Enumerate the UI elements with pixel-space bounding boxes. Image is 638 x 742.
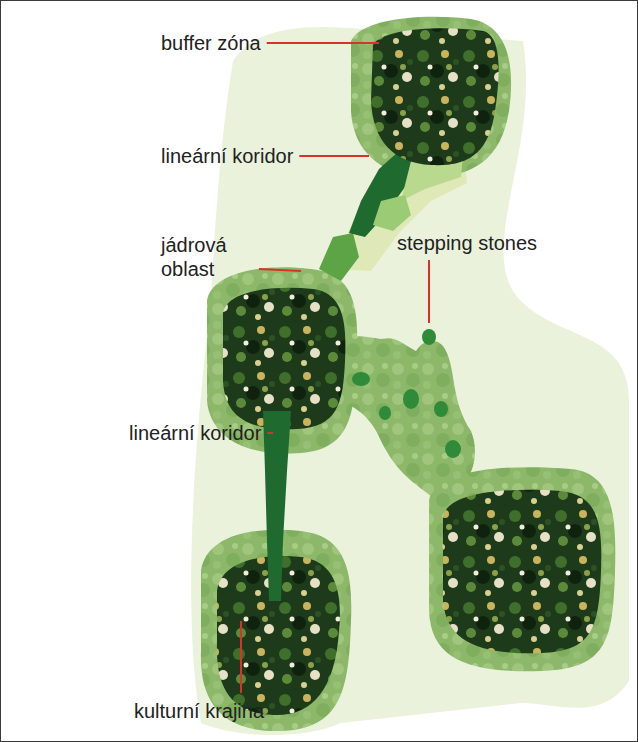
region-label: kulturní krajina xyxy=(134,699,264,723)
leader-line xyxy=(267,42,379,44)
buffer-zone xyxy=(429,467,615,671)
cultural-landscape xyxy=(191,27,629,735)
leader-line xyxy=(240,621,242,693)
leader-line xyxy=(299,155,369,157)
corridor-patch xyxy=(373,195,411,231)
leader-line xyxy=(428,260,430,323)
region-label: buffer zóna xyxy=(161,31,261,55)
linear-corridor xyxy=(263,411,291,601)
region-label: stepping stones xyxy=(397,231,537,255)
stepping-stone xyxy=(352,329,461,458)
core-area xyxy=(443,490,601,653)
corridor-patch xyxy=(319,233,359,281)
leader-line xyxy=(267,432,273,434)
buffer-zone xyxy=(351,17,511,177)
region-label: jádrová oblast xyxy=(161,233,253,281)
region-label: lineární koridor xyxy=(161,144,293,168)
leader-line xyxy=(259,269,301,271)
core-area xyxy=(223,288,345,429)
core-area xyxy=(371,28,499,165)
region-label: lineární koridor xyxy=(129,421,261,445)
